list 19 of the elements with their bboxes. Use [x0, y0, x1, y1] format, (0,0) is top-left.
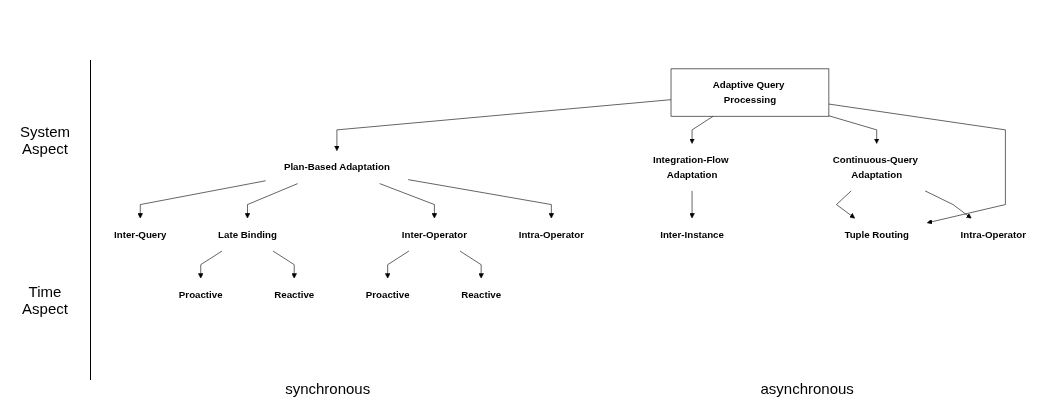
bracket-label: asynchronous	[760, 380, 854, 399]
node-text: Proactive	[365, 289, 410, 300]
node-text: Inter-Query	[114, 229, 167, 240]
aspect-label: System Aspect	[19, 123, 71, 157]
node-box: Adaptive Query Processing	[670, 68, 830, 117]
node-text: Inter-Instance	[660, 229, 724, 240]
node-text: Inter-Operator	[401, 229, 468, 240]
node-text: Tuple Routing	[844, 229, 909, 240]
node-text: Proactive	[178, 289, 223, 300]
aspect-label: Time Aspect	[21, 283, 69, 317]
bracket-label: synchronous	[285, 380, 371, 399]
node-text: Late Binding	[218, 229, 277, 240]
node-text: Continuous-Query Adaptation	[832, 154, 918, 180]
node-text: Plan-Based Adaptation	[283, 161, 390, 173]
node-text: Reactive	[274, 289, 315, 300]
node-text: Reactive	[461, 289, 502, 300]
node-text: Integration-Flow Adaptation	[652, 154, 729, 180]
node-text: Intra-Operator	[518, 229, 585, 240]
node-text: Intra-Operator	[960, 229, 1026, 240]
